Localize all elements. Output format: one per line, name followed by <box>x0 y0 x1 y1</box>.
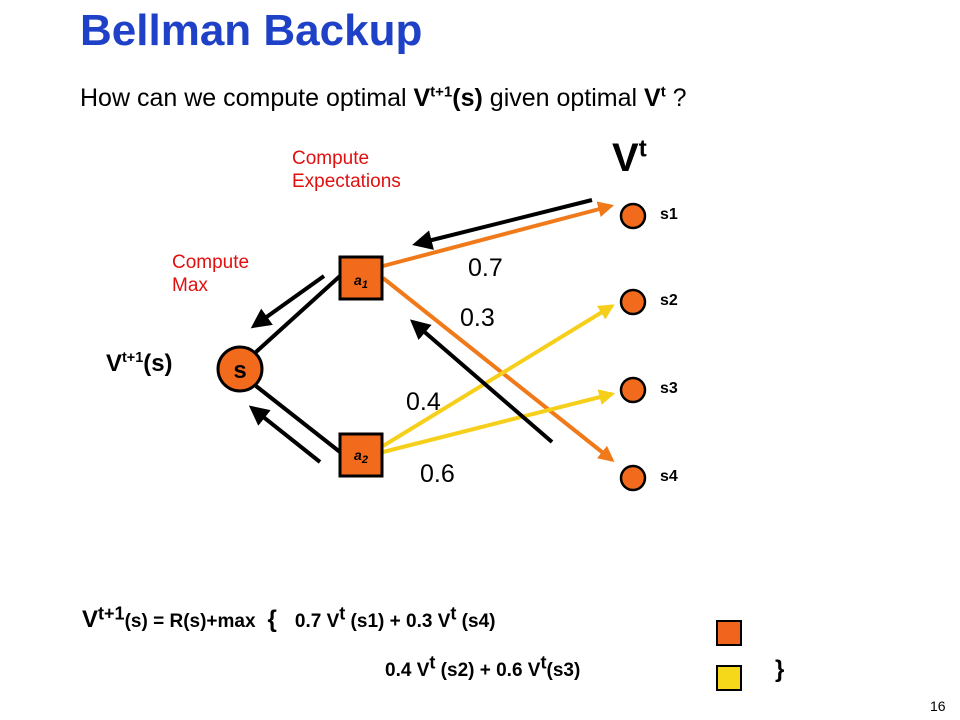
next-state-node-s3 <box>619 376 647 404</box>
next-state-node-s4 <box>619 464 647 492</box>
equation-line1-term1: 0.7 V <box>294 611 340 632</box>
next-state-label-s3: s3 <box>660 380 678 397</box>
compute-max-line2: Max <box>172 275 208 296</box>
question-middle: given optimal <box>482 84 645 112</box>
edge-a1-to-s1 <box>382 201 615 268</box>
vt-label-sup: t <box>638 135 647 163</box>
vt-label: Vt <box>612 136 647 181</box>
next-state-label-s2: s2 <box>660 292 678 309</box>
yellow-swatch <box>716 665 742 691</box>
backup-arrow-expectation-top <box>412 198 593 250</box>
equation-line1-end: (s4) <box>456 611 496 632</box>
action-node-a1 <box>338 255 384 301</box>
backup-arrow-max-top <box>250 274 326 329</box>
equation-line1-sup1: t <box>339 603 346 624</box>
page-number: 16 <box>930 698 946 714</box>
slide-title: Bellman Backup <box>80 6 423 55</box>
question-prefix: How can we compute optimal <box>80 84 414 112</box>
equation-lhs-sup: t+1 <box>98 603 125 624</box>
question-suffix: ? <box>665 84 687 112</box>
prob-a2-s3: 0.6 <box>420 460 455 488</box>
question-given-v: V <box>644 84 661 112</box>
vt1-label-arg: (s) <box>143 350 173 377</box>
equation-line1-middle: (s1) + 0.3 V <box>345 611 451 632</box>
question-target-arg: (s) <box>452 84 483 112</box>
action-node-a2 <box>338 432 384 478</box>
action-node-a1-label: a1 <box>354 272 368 291</box>
compute-expectations-line2: Expectations <box>292 171 401 192</box>
equation-line1-sup2: t <box>450 603 457 624</box>
equation-line1: Vt+1(s) = R(s)+max{0.7 Vt (s1) + 0.3 Vt … <box>82 603 496 634</box>
edge-s-to-a1 <box>254 274 342 354</box>
equation-line2: 0.4 Vt (s2) + 0.6 Vt(s3) <box>385 654 581 682</box>
state-node-s <box>216 345 264 393</box>
question-target-v: V <box>413 84 431 112</box>
backup-arrow-max-bottom <box>248 405 322 464</box>
equation-lhs-rest: (s) = R(s)+max <box>124 611 256 632</box>
compute-expectations-line1: Compute <box>292 148 370 169</box>
vt1-label-sup: t+1 <box>122 350 144 366</box>
vt1-label-base: V <box>106 350 123 377</box>
equation-line2-term1: 0.4 V <box>385 660 430 681</box>
edge-a2-to-s3 <box>382 389 616 454</box>
close-brace-glyph: } <box>775 656 785 683</box>
equation-close-brace: } <box>775 656 784 684</box>
equation-line2-sup2: t <box>540 652 547 673</box>
edge-a1-to-s4 <box>381 276 615 462</box>
prob-a1-s1: 0.7 <box>468 254 503 282</box>
question-target-sup: t+1 <box>430 83 453 101</box>
edge-s-to-a2 <box>254 384 342 454</box>
state-node-label: s <box>233 357 246 384</box>
equation-line2-sup1: t <box>429 652 436 673</box>
question-given-sup: t <box>660 83 666 101</box>
equation-open-brace: { <box>267 606 277 633</box>
prob-a2-s2: 0.4 <box>406 388 441 416</box>
prob-a1-s4: 0.3 <box>460 304 495 332</box>
equation-lhs-v: V <box>82 606 99 633</box>
action-node-a2-label: a2 <box>354 447 368 466</box>
equation-line2-end: (s3) <box>546 660 581 681</box>
equation-line2-middle: (s2) + 0.6 V <box>435 660 541 681</box>
next-state-label-s1: s1 <box>660 206 678 223</box>
backup-arrow-expectation-bottom <box>409 319 554 444</box>
question-text: How can we compute optimal Vt+1(s) given… <box>80 84 687 113</box>
edge-a2-to-s2 <box>381 304 615 448</box>
compute-max-line1: Compute <box>172 252 250 273</box>
next-state-label-s4: s4 <box>660 468 678 485</box>
vt1-label: Vt+1(s) <box>106 350 173 378</box>
next-state-node-s2 <box>619 288 647 316</box>
vt-label-base: V <box>612 136 639 180</box>
next-state-node-s1 <box>619 202 647 230</box>
orange-swatch <box>716 620 742 646</box>
